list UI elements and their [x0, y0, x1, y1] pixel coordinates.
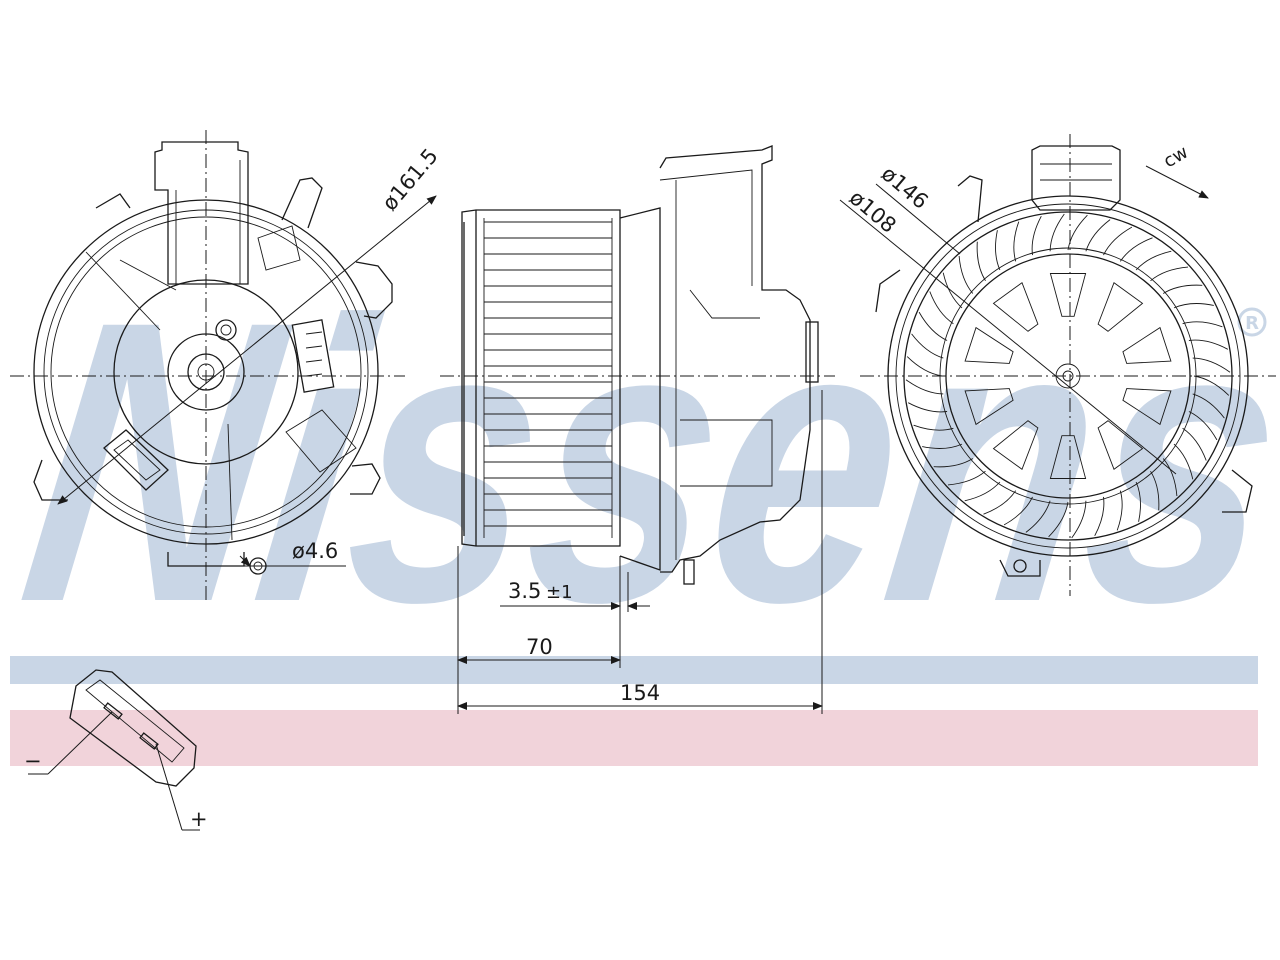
rotor-blade — [1150, 470, 1160, 511]
blue-band — [10, 656, 1258, 684]
rotor-blade — [913, 424, 954, 431]
rotor-blade — [958, 255, 974, 294]
fan-blades — [483, 218, 613, 538]
rotor-blade — [1048, 501, 1069, 538]
rotor-blade — [1031, 215, 1042, 256]
rotor-blade — [1119, 237, 1153, 262]
rotor-blade — [1173, 443, 1194, 480]
rotor-blade — [1173, 303, 1214, 309]
hub-window — [1049, 273, 1087, 317]
hub-window — [992, 281, 1039, 332]
rotor-blade — [1049, 213, 1065, 252]
rotor-blade — [1150, 266, 1189, 282]
hub-window — [964, 388, 1014, 426]
rotor-blade — [1085, 219, 1111, 252]
side-view: 3.5 ±1 70 154 — [440, 145, 835, 714]
hub-window — [964, 326, 1014, 364]
rotor-blade — [929, 291, 954, 325]
rotor-blade — [1071, 500, 1087, 539]
rotor-blade — [1013, 221, 1020, 262]
rotor-blade — [1188, 339, 1229, 350]
rotor-blade — [1067, 214, 1088, 251]
rotor-blade — [1025, 500, 1051, 533]
hub-windows — [964, 273, 1172, 479]
hub-window — [1097, 281, 1144, 332]
rotor-blade — [1116, 490, 1123, 531]
rotor-blade — [1188, 411, 1218, 441]
connector-detail: − + — [24, 669, 208, 831]
rotor-blade — [1182, 321, 1223, 328]
rotor-blade — [1182, 427, 1207, 461]
dim-total-width: 154 — [620, 681, 660, 705]
registered-mark: R — [1245, 313, 1259, 334]
connector-plus: + — [190, 807, 208, 831]
rotor-blades — [905, 213, 1231, 539]
dim-offset-tolerance: ±1 — [546, 582, 573, 603]
rotor-blade — [907, 402, 948, 413]
rotor-blade — [911, 333, 944, 359]
rotor-blade — [1135, 250, 1172, 271]
dim-fan-width: 70 — [526, 635, 553, 659]
rotor-blade — [905, 379, 944, 395]
rotor-blade — [964, 481, 1001, 502]
registered-mark-circle — [1237, 307, 1267, 337]
rotation-direction: cw — [1160, 142, 1192, 172]
rotor-blade — [922, 443, 963, 449]
rotor-blade — [947, 470, 986, 486]
hub-window — [1122, 326, 1172, 364]
rotor-blade — [942, 272, 963, 309]
dim-rotor-inner: ø108 — [845, 185, 901, 237]
rotor-blade — [1192, 393, 1225, 419]
rotor-blade — [1192, 357, 1231, 373]
rotor-blade — [1162, 284, 1203, 294]
dim-outer-diameter: ø161.5 — [377, 144, 442, 215]
rotor-blade — [933, 458, 974, 468]
rotor-blade — [1094, 496, 1105, 537]
nissens-watermark: Nissens R — [4, 239, 1280, 686]
rotor-blade — [1003, 496, 1033, 526]
hub-window — [1122, 388, 1172, 426]
rotor-blade — [983, 490, 1017, 515]
rotor-blade — [1162, 458, 1178, 497]
pink-band — [10, 710, 1258, 766]
rotor-blade — [976, 241, 986, 282]
dim-mount-hole: ø4.6 — [292, 539, 338, 563]
rotor-blade — [995, 230, 1001, 271]
connector-minus: − — [24, 749, 42, 773]
rotor-blade — [1193, 375, 1230, 396]
rotor-blade — [1103, 226, 1133, 256]
dim-offset: 3.5 — [508, 579, 541, 603]
rotor-blade — [906, 356, 943, 377]
rotor-blade — [918, 311, 948, 341]
rotor-blade — [1135, 481, 1141, 522]
watermark-text: Nissens — [4, 239, 1280, 686]
hub-window — [992, 420, 1039, 471]
hub-window — [1097, 420, 1144, 471]
hub-window — [1049, 435, 1087, 479]
